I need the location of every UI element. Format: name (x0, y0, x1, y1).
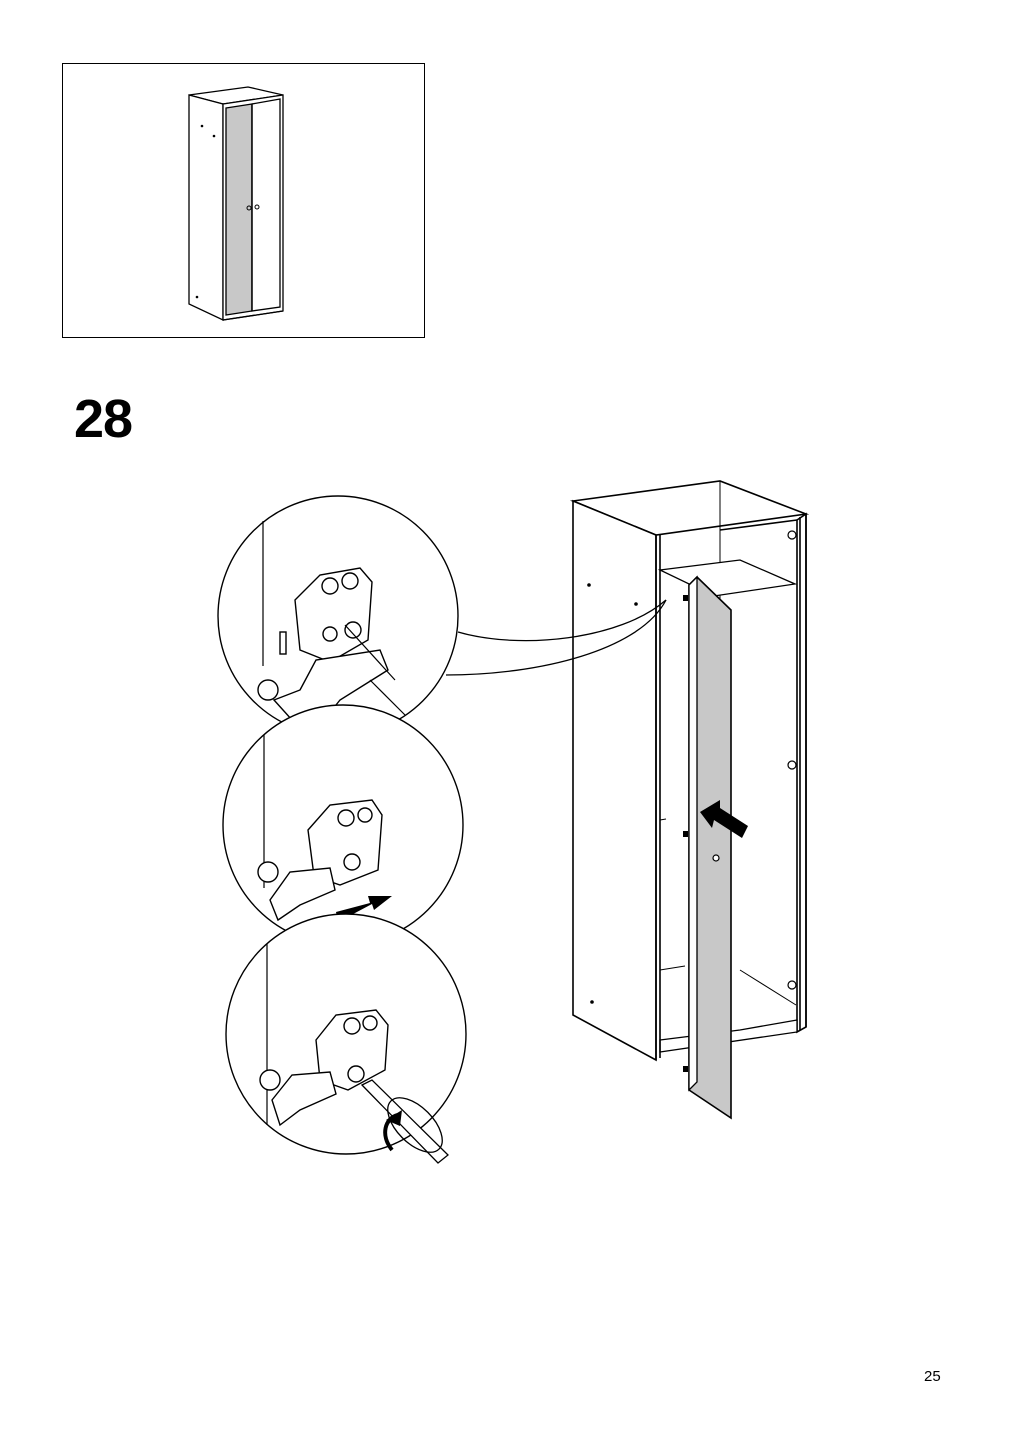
finished-wardrobe-icon (188, 86, 284, 322)
hinge-align-icon (217, 495, 459, 737)
step-number: 28 (74, 389, 133, 449)
push-arrow-icon (700, 800, 748, 838)
hinge-slide-icon (222, 704, 464, 946)
cabinet-icon (569, 480, 810, 1062)
hinge-tighten-icon (225, 913, 467, 1164)
screwdriver-icon (360, 1079, 449, 1164)
door-panel-icon (688, 575, 732, 1120)
page-number: 25 (924, 1368, 941, 1385)
overview-thumbnail (62, 63, 425, 338)
